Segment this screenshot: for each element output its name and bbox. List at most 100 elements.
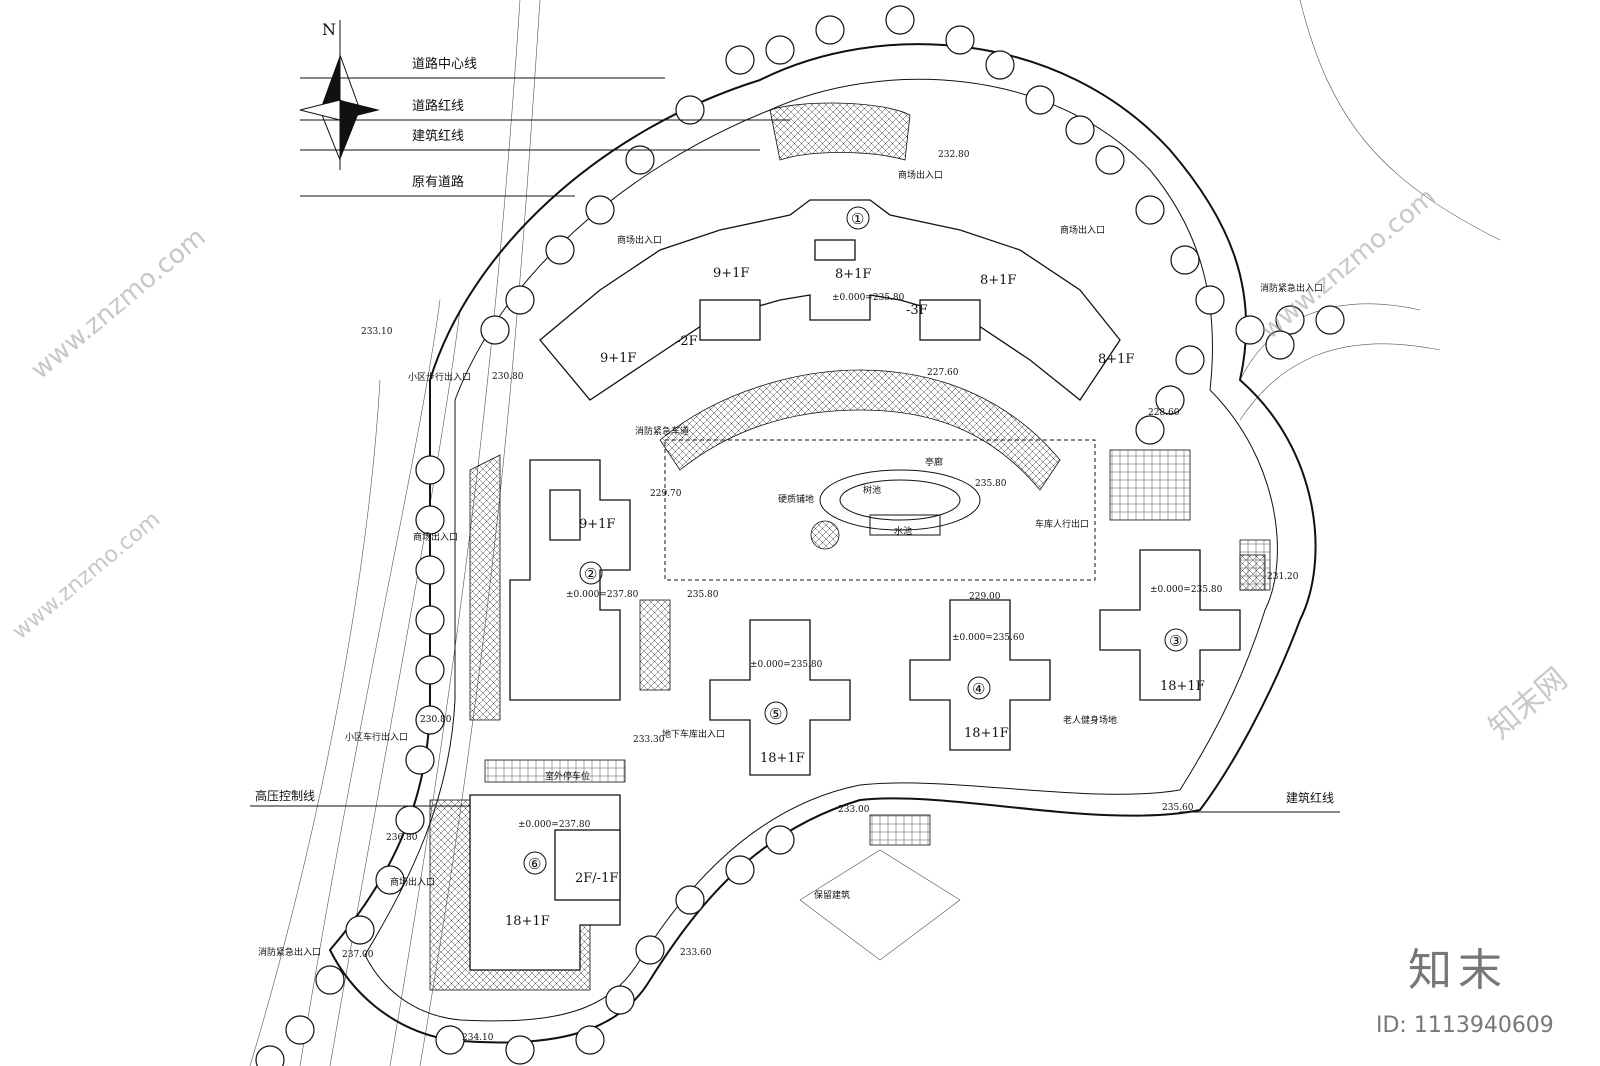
tree [345,915,375,945]
label-pavilion: 亭廊 [925,456,943,468]
label-reserved: 保留建筑 [814,889,850,901]
floor-label: 8+1F [835,267,871,282]
elevation: 229.00 [969,592,1001,602]
elevation-label: ±0.000=235.80 [750,660,823,670]
tree [625,145,655,175]
tree [1235,315,1265,345]
tree [1170,245,1200,275]
tree [1275,305,1305,335]
elevation: 233.60 [680,948,712,958]
tree [415,505,445,535]
inner-boundary [364,78,1278,1022]
parking [484,449,1271,846]
tree [1135,415,1165,445]
tree [635,935,665,965]
tree [1315,305,1345,335]
label-fire-lane: 消防紧急车道 [635,425,689,437]
floor-label: 9+1F [600,351,636,366]
elevation: 230.80 [492,372,524,382]
tree [405,745,435,775]
label-car-entry: 小区车行出入口 [345,731,408,743]
tree [725,45,755,75]
tree [575,1025,605,1055]
elevation: 233.10 [361,327,393,337]
tree [1265,330,1295,360]
courtyard-band [659,369,1061,491]
label-ped-gate: 车库人行出口 [1035,518,1089,530]
building-5-number: ⑤ [769,705,782,723]
tree [1155,385,1185,415]
label-ped-entry: 小区步行出入口 [408,371,471,383]
watermark-site-text: www.znzmo.com [8,507,165,645]
building-5 [709,619,851,776]
tree [480,315,510,345]
tree [415,605,445,635]
tree [255,1045,285,1066]
tree [605,985,635,1015]
elevation: 231.20 [1267,572,1299,582]
watermark-site-text: www.znzmo.com [25,222,211,385]
label-mall-entry-bottom: 商场出入口 [390,876,435,888]
north-label: N [322,20,336,39]
elevation: 235.80 [687,590,719,600]
floor-label: 18+1F [964,726,1009,741]
legend-road-redline: 道路红线 [412,98,464,114]
label-fire-entry-right: 消防紧急出入口 [1260,282,1323,294]
tree [725,855,755,885]
elevation: 235.80 [975,479,1007,489]
elevation-label: ±0.000=237.80 [566,590,639,600]
tree [505,285,535,315]
tree [1095,145,1125,175]
label-building-redline-right: 建筑红线 [1286,790,1334,805]
legend-road-centerline: 道路中心线 [412,56,477,72]
label-pool: 水池 [894,525,912,537]
label-outdoor-parking: 室外停车位 [545,770,590,782]
building-2-number: ② [584,565,597,583]
site-annotations: 商场出入口 商场出入口 商场出入口 商场出入口 商场出入口 消防紧急出入口 消防… [250,169,1340,958]
tree [1065,115,1095,145]
floor-label: 9+1F [713,266,749,281]
tree [375,865,405,895]
north-arrow: N [299,20,380,170]
legend: 道路中心线 道路红线 建筑红线 原有道路 [300,56,790,197]
tree [415,455,445,485]
floor-label: 18+1F [1160,679,1205,694]
label-mall-entry-left: 商场出入口 [413,531,458,543]
elevation: 234.10 [462,1033,494,1043]
tree [1025,85,1055,115]
label-fire-entry-bottom: 消防紧急出入口 [258,946,321,958]
tree [675,95,705,125]
tree [415,705,445,735]
boundary-trees [255,5,1345,1066]
tree [435,1025,465,1055]
tree [765,825,795,855]
floor-label: 8+1F [980,273,1016,288]
elevations: 233.10 230.80 232.80 229.70 228.60 235.8… [342,150,1299,1043]
building-2 [469,454,671,721]
label-mall-entry-top: 商场出入口 [898,169,943,181]
label-mall-entry-upper-left: 商场出入口 [617,234,662,246]
label-mall-entry-right: 商场出入口 [1060,224,1105,236]
central-garden [664,439,1096,581]
elevation: 228.60 [1148,408,1180,418]
floor-label: 8+1F [1098,352,1134,367]
tree [815,15,845,45]
legend-existing-road: 原有道路 [412,174,464,190]
elevation: 235.60 [1162,803,1194,813]
building-1-number: ① [851,210,864,228]
tree [315,965,345,995]
tree [1175,345,1205,375]
tree [945,25,975,55]
reserved-building [799,849,961,961]
label-hardscape: 硬质铺地 [778,493,814,505]
watermark-site-text: www.znzmo.com [1255,182,1441,345]
site-boundary [328,43,1317,1044]
tree [285,1015,315,1045]
floor-label: -2F [676,334,698,349]
floor-label: 2F/-1F [575,871,618,886]
building-6-number: ⑥ [528,855,541,873]
label-basement-entry: 地下车库出入口 [662,728,725,740]
watermark-brand-text: 知末网 [1483,661,1574,746]
watermark-id: ID: 1113940609 [1376,1013,1554,1038]
